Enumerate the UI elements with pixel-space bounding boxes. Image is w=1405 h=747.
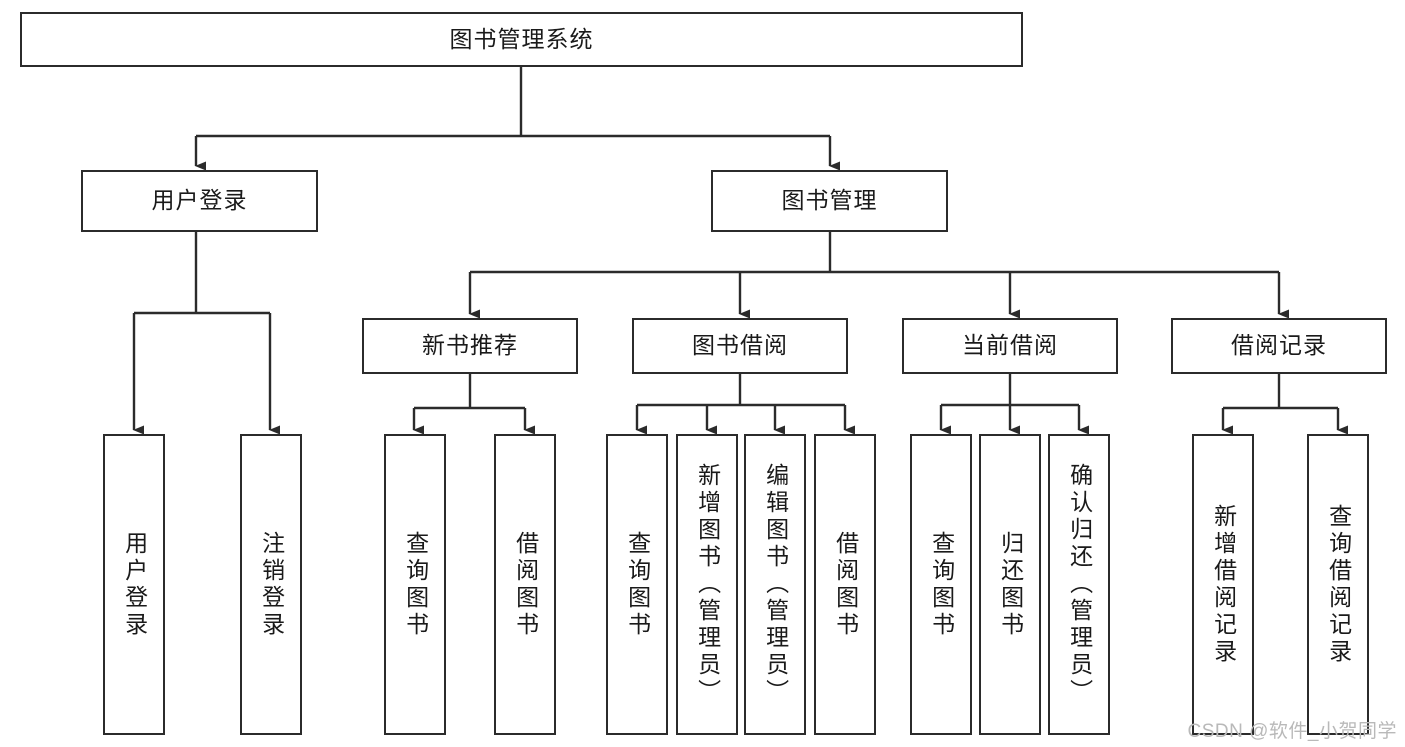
node-leaf-user-login[interactable]: 用户登录: [103, 434, 165, 735]
node-leaf-add-book-admin[interactable]: 新增图书（管理员）: [676, 434, 738, 735]
node-leaf-query-book-recommend[interactable]: 查询图书: [384, 434, 446, 735]
node-book-management[interactable]: 图书管理: [711, 170, 948, 232]
node-leaf-return-book[interactable]: 归还图书: [979, 434, 1041, 735]
node-label: 图书管理: [781, 187, 878, 214]
node-label: 用户登录: [121, 530, 148, 639]
node-current-borrow[interactable]: 当前借阅: [902, 318, 1118, 374]
node-label: 图书借阅: [692, 332, 788, 359]
node-label: 确认归还（管理员）: [1066, 463, 1093, 706]
csdn-watermark: CSDN @软件_小贺同学: [1187, 721, 1397, 742]
node-label: 新书推荐: [422, 332, 518, 359]
node-leaf-logout[interactable]: 注销登录: [240, 434, 302, 735]
node-leaf-add-borrow-record[interactable]: 新增借阅记录: [1192, 434, 1254, 735]
node-label: 借阅图书: [512, 530, 539, 639]
node-leaf-edit-book-admin[interactable]: 编辑图书（管理员）: [744, 434, 806, 735]
node-label: 归还图书: [997, 530, 1024, 639]
node-book-borrow[interactable]: 图书借阅: [632, 318, 848, 374]
node-borrow-record[interactable]: 借阅记录: [1171, 318, 1387, 374]
node-label: 查询图书: [624, 530, 651, 639]
node-label: 查询图书: [402, 530, 429, 639]
node-leaf-query-book-current[interactable]: 查询图书: [910, 434, 972, 735]
node-leaf-confirm-return-admin[interactable]: 确认归还（管理员）: [1048, 434, 1110, 735]
node-label: 注销登录: [258, 530, 285, 639]
node-label: 图书管理系统: [449, 25, 594, 52]
node-leaf-borrow-book-recommend[interactable]: 借阅图书: [494, 434, 556, 735]
node-label: 编辑图书（管理员）: [762, 463, 789, 706]
node-label: 查询借阅记录: [1325, 503, 1352, 666]
node-label: 借阅图书: [832, 530, 859, 639]
node-label: 当前借阅: [962, 332, 1058, 359]
node-label: 新增借阅记录: [1210, 503, 1237, 666]
node-label: 新增图书（管理员）: [694, 463, 721, 706]
node-root-system[interactable]: 图书管理系统: [20, 12, 1023, 67]
node-leaf-borrow-book[interactable]: 借阅图书: [814, 434, 876, 735]
node-label: 借阅记录: [1231, 332, 1327, 359]
node-leaf-query-borrow-record[interactable]: 查询借阅记录: [1307, 434, 1369, 735]
node-label: 用户登录: [151, 187, 248, 214]
node-label: 查询图书: [928, 530, 955, 639]
node-new-book-recommend[interactable]: 新书推荐: [362, 318, 578, 374]
node-leaf-query-book-borrow[interactable]: 查询图书: [606, 434, 668, 735]
node-user-login[interactable]: 用户登录: [81, 170, 318, 232]
